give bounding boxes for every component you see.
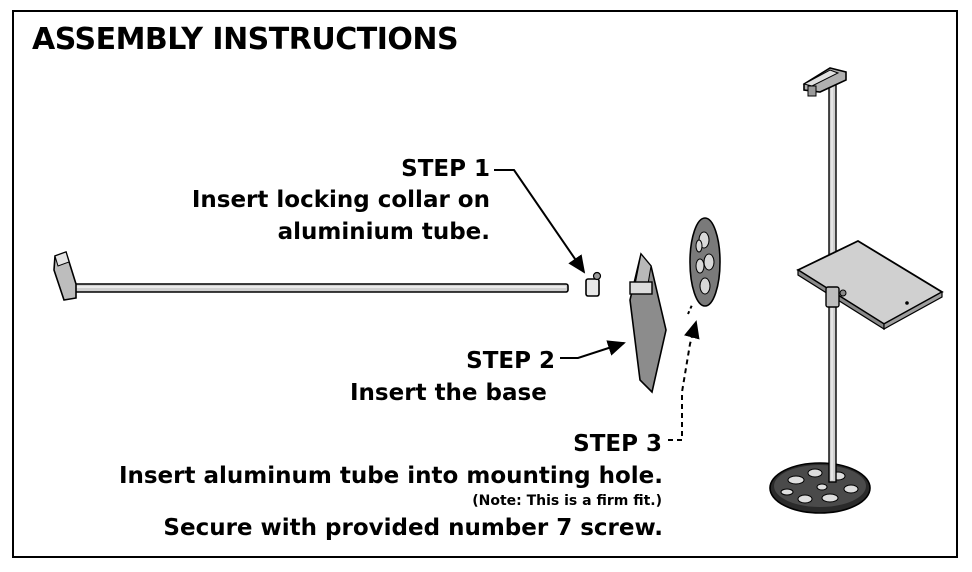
locking-collar-part bbox=[585, 271, 602, 297]
step-3-heading: STEP 3 bbox=[573, 431, 662, 457]
step-1-line-2: aluminium tube. bbox=[277, 219, 490, 245]
base-plate-part bbox=[629, 252, 667, 394]
diagram-frame bbox=[12, 10, 958, 558]
step-1-heading: STEP 1 bbox=[401, 156, 490, 182]
step-3-note: (Note: This is a firm fit.) bbox=[472, 493, 662, 509]
mounting-disc-part bbox=[689, 217, 721, 307]
assembled-unit bbox=[769, 67, 944, 514]
leader-lines bbox=[494, 169, 700, 441]
page-title: ASSEMBLY INSTRUCTIONS bbox=[32, 22, 459, 57]
screw-path bbox=[687, 304, 693, 315]
step-3-extra: Secure with provided number 7 screw. bbox=[163, 515, 663, 541]
step-3-line-1: Insert aluminum tube into mounting hole. bbox=[118, 463, 663, 489]
step-2-line-1: Insert the base bbox=[350, 380, 547, 406]
step-1-line-1: Insert locking collar on bbox=[191, 187, 490, 213]
aluminium-tube-part bbox=[53, 250, 569, 301]
step-2-heading: STEP 2 bbox=[466, 348, 555, 374]
